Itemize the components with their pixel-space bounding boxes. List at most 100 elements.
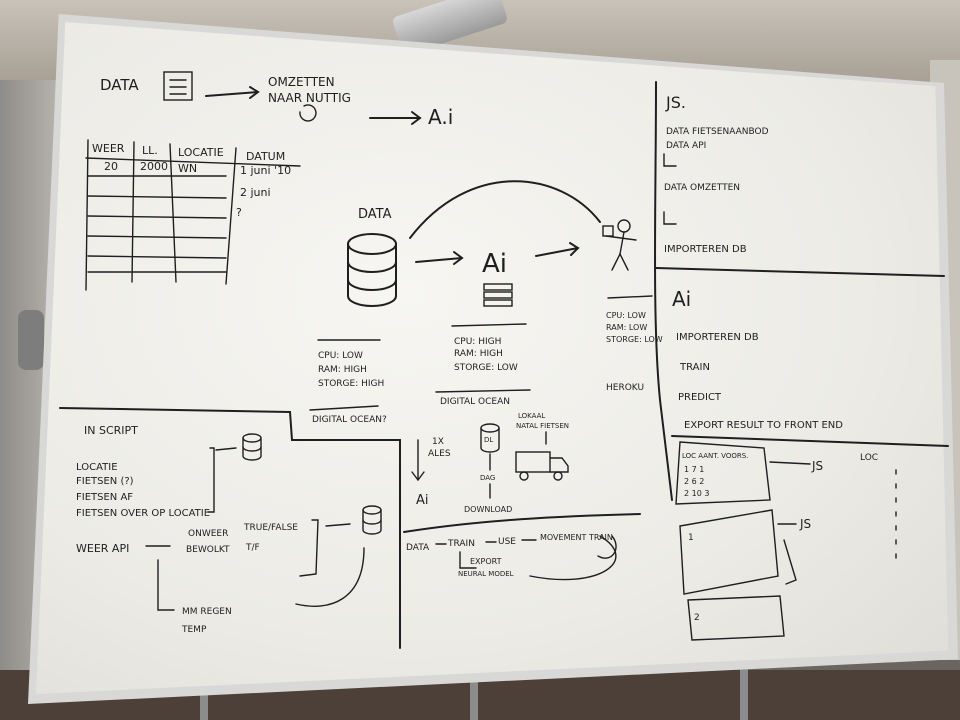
weer-item: ONWEER xyxy=(188,529,228,539)
truck-icon xyxy=(515,451,569,481)
table-cell: ? xyxy=(236,206,242,219)
user-stat: CPU: LOW xyxy=(606,311,646,320)
arrowhead xyxy=(569,242,580,256)
stand-leg xyxy=(740,660,748,720)
user-stat: RAM: LOW xyxy=(606,323,647,332)
ai-label: A.i xyxy=(428,105,453,129)
locatie-line: FIETSEN (?) xyxy=(76,476,134,487)
database-icon xyxy=(347,233,397,307)
true-false-label: T/F xyxy=(245,543,260,553)
download-label: DOWNLOAD xyxy=(464,505,512,514)
arrowhead xyxy=(249,86,260,99)
ai-stat: RAM: HIGH xyxy=(454,349,503,359)
ai-host-label: DIGITAL OCEAN xyxy=(440,397,510,407)
js-ai-line: IMPORTEREN DB xyxy=(676,332,759,343)
sketch-box xyxy=(679,509,779,595)
stand-leg xyxy=(200,690,208,720)
mm-label: MM REGEN xyxy=(182,607,232,617)
database-icon xyxy=(362,505,382,535)
db-stat: CPU: LOW xyxy=(318,351,363,361)
sketch-box xyxy=(687,595,785,641)
js-line: IMPORTEREN DB xyxy=(664,244,747,255)
box-number: 2 xyxy=(694,613,700,623)
flow-divider xyxy=(403,513,641,533)
lokaal-label: LOKAAL xyxy=(518,412,545,420)
dag-label: DAG xyxy=(480,474,495,482)
ai-stat: CPU: HIGH xyxy=(454,337,501,347)
js-line: DATA API xyxy=(666,141,706,151)
mini-table-row: 1 7 1 xyxy=(684,465,704,474)
server-stack-icon xyxy=(483,283,513,307)
db-stat: STORGE: HIGH xyxy=(318,379,384,389)
mini-table-header: LOC AANT. VOORS. xyxy=(682,452,748,460)
box-number: 1 xyxy=(688,533,694,543)
naar-nuttig-label: NAAR NUTTIG xyxy=(268,91,351,105)
neural-model-label: NEURAL MODEL xyxy=(458,570,514,578)
js-ai-line: EXPORT RESULT TO FRONT END xyxy=(684,420,843,431)
ix-label: 1X xyxy=(432,437,444,447)
table-header: LL. xyxy=(142,144,158,157)
arrowhead xyxy=(453,251,464,265)
flow-step: TRAIN xyxy=(447,539,475,549)
js-ai-line: TRAIN xyxy=(679,362,710,373)
locatie-line: FIETSEN AF xyxy=(76,492,133,503)
js-label: JS xyxy=(799,517,811,531)
flow-step: MOVEMENT TRAIN xyxy=(540,533,613,542)
section-divider xyxy=(671,435,949,447)
flow-step: USE xyxy=(498,537,516,547)
table-cell: 2000 xyxy=(140,160,168,173)
table-cell: 1 juni '10 xyxy=(240,164,291,177)
document-icon xyxy=(163,71,193,101)
mm-label: TEMP xyxy=(181,625,207,635)
arrowhead xyxy=(411,111,422,125)
export-label: EXPORT xyxy=(470,557,502,566)
mini-table-row: 2 6 2 xyxy=(684,477,704,486)
arrow xyxy=(205,91,259,97)
db-stat: RAM: HIGH xyxy=(318,365,367,375)
user-host-label: HEROKU xyxy=(606,383,644,393)
arrow xyxy=(415,257,463,263)
data-label: DATA xyxy=(100,76,139,94)
database-icon: DL xyxy=(480,423,500,453)
table-header: WEER xyxy=(92,142,125,155)
omzetten-label: OMZETTEN xyxy=(268,75,335,89)
user-stick-figure-icon xyxy=(602,219,637,271)
stand-clamp xyxy=(18,310,44,370)
mini-table-row: 2 10 3 xyxy=(684,489,709,498)
js-line: DATA FIETSENAANBOD xyxy=(666,127,769,137)
curved-arrow xyxy=(409,180,601,239)
mini-table: LOC AANT. VOORS. 1 7 1 2 6 2 2 10 3 xyxy=(675,441,771,505)
whiteboard-surface xyxy=(36,22,949,694)
js-ai-title: Ai xyxy=(672,287,691,311)
region-border xyxy=(59,407,401,649)
true-false-label: TRUE/FALSE xyxy=(243,523,298,533)
table-header: LOCATIE xyxy=(178,146,224,159)
weer-api-label: WEER API xyxy=(76,542,129,555)
arrow xyxy=(535,247,579,257)
table-cell: 20 xyxy=(104,160,118,173)
ai-stat: STORGE: LOW xyxy=(454,363,518,373)
table-cell: 2 juni xyxy=(240,186,271,199)
panel-divider xyxy=(654,81,673,501)
loc-label: LOC xyxy=(860,453,878,463)
in-script-label: IN SCRIPT xyxy=(84,424,138,437)
data-table: WEER LL. LOCATIE DATUM 20 2000 WN 1 juni… xyxy=(85,139,301,291)
table-cell: WN xyxy=(178,162,197,175)
refresh-icon xyxy=(299,104,317,122)
js-label: JS xyxy=(811,459,823,473)
dl-label: DL xyxy=(484,436,493,444)
weer-item: BEWOLKT xyxy=(186,545,230,555)
section-divider xyxy=(655,267,945,277)
stand-leg xyxy=(470,680,478,720)
ales-label: ALES xyxy=(428,449,451,459)
table-header: DATUM xyxy=(246,150,285,163)
center-data-label: DATA xyxy=(358,207,392,222)
lokaal-label: NATAL FIETSEN xyxy=(516,422,569,430)
locatie-line: LOCATIE xyxy=(76,462,118,473)
bottom-ai-label: Ai xyxy=(416,493,429,508)
center-ai-label: Ai xyxy=(482,249,507,279)
db-host-label: DIGITAL OCEAN? xyxy=(312,415,387,425)
locatie-line: FIETSEN OVER OP LOCATIE xyxy=(76,508,210,519)
database-icon xyxy=(242,433,262,461)
